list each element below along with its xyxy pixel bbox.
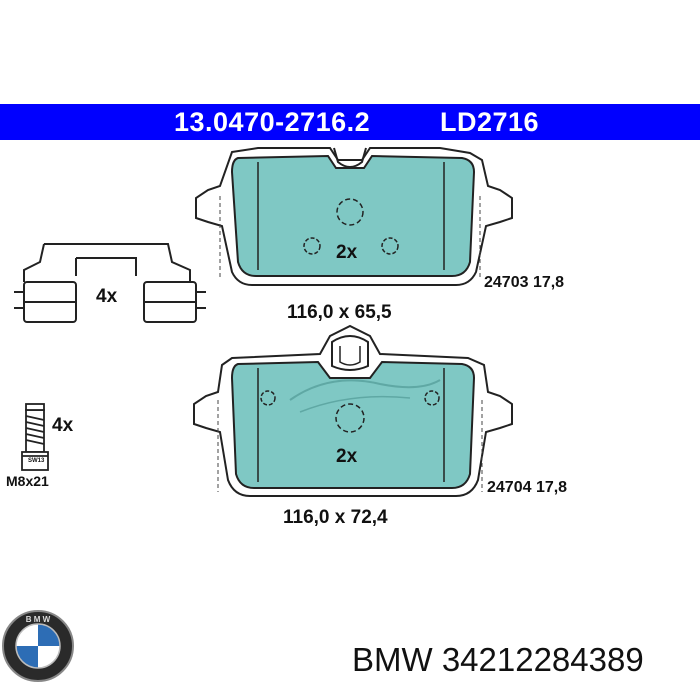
header-bar: 13.0470-2716.2 LD2716	[0, 104, 700, 140]
bottom-pad-center-circle	[335, 403, 365, 433]
bottom-pad-logo-swoosh-2	[299, 395, 411, 413]
bolt-quantity: 4x	[52, 415, 74, 436]
top-pad-left-hole	[303, 237, 321, 255]
bottom-pad-code: 24704 17,8	[487, 479, 568, 496]
top-pad-right-hole	[381, 237, 399, 255]
bottom-pad-left-hole	[260, 390, 276, 406]
bottom-pad-dimensions: 116,0 x 72,4	[283, 507, 388, 528]
top-pad-friction-surface	[230, 154, 476, 277]
part-number: 13.0470-2716.2	[174, 107, 371, 137]
top-pad-notch	[333, 147, 367, 168]
bottom-pad-tab	[331, 335, 369, 371]
top-pad-quantity: 2x	[336, 242, 358, 263]
bottom-pad-tab-inner	[339, 346, 361, 366]
top-pad-center-circle	[336, 198, 364, 226]
bolt-size: M8x21	[6, 473, 49, 489]
top-pad-dimensions: 116,0 x 65,5	[287, 302, 392, 323]
bottom-pad-right-hole	[424, 390, 440, 406]
bottom-pad-friction-surface	[230, 360, 476, 489]
bmw-logo-icon: B M W	[2, 610, 74, 682]
top-pad-code: 24703 17,8	[484, 274, 565, 291]
bottom-pad-quantity: 2x	[336, 446, 358, 467]
brand-part-number: BMW 34212284389	[352, 641, 644, 678]
retaining-clip	[14, 243, 206, 323]
svg-text:B M W: B M W	[26, 615, 51, 624]
bolt-drawing	[21, 403, 49, 471]
bolt-mark: SW13	[28, 458, 45, 464]
reference-code: LD2716	[440, 107, 540, 137]
clip-quantity: 4x	[96, 286, 118, 307]
bottom-pad-logo-swoosh	[289, 379, 441, 401]
